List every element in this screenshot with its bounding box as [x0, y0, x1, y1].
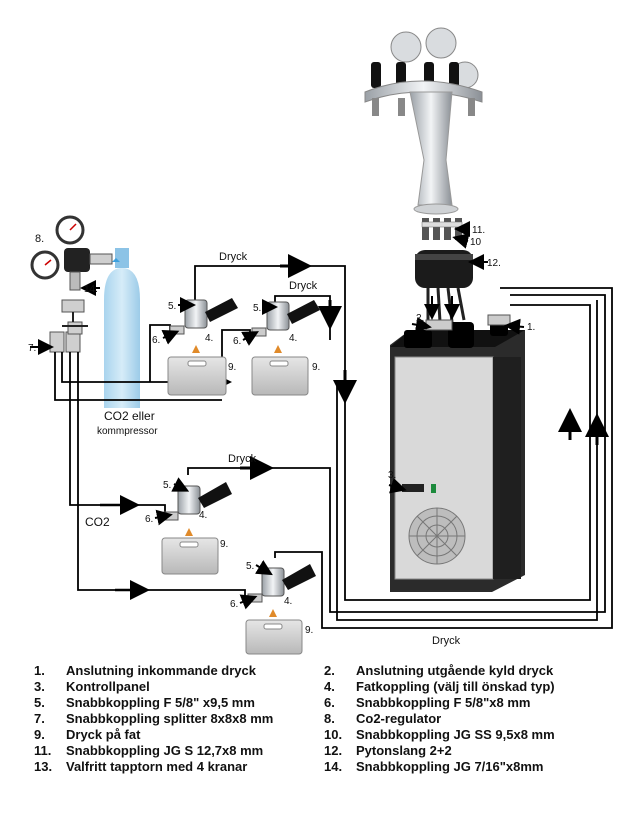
label-5b: 5.: [253, 303, 261, 314]
label-14: 14.: [84, 284, 98, 295]
label-10: 10: [470, 237, 482, 248]
legend-number: 10.: [324, 727, 343, 742]
legend-row: 9. Dryck på fat 10. Snabbkoppling JG SS …: [34, 727, 614, 743]
beer-label-3: Dryck: [228, 453, 257, 465]
legend-text: Valfritt tapptorn med 4 kranar: [66, 759, 248, 774]
keg-assembly-1: [167, 298, 238, 396]
legend-text: Fatkoppling (välj till önskad typ): [356, 679, 555, 694]
legend-item: 7. Snabbkoppling splitter 8x8x8 mm: [34, 711, 324, 727]
legend-item: 11. Snabbkoppling JG S 12,7x8 mm: [34, 743, 324, 759]
legend-text: Anslutning utgående kyld dryck: [356, 663, 554, 678]
legend-item: 6. Snabbkoppling F 5/8"x8 mm: [324, 695, 614, 711]
legend-row: 5. Snabbkoppling F 5/8" x9,5 mm 6. Snabb…: [34, 695, 614, 711]
label-5d: 5.: [246, 561, 254, 572]
legend-number: 11.: [34, 743, 52, 758]
beer-label-2: Dryck: [289, 280, 318, 292]
label-11: 11.: [472, 225, 485, 236]
label-6d: 6.: [230, 599, 238, 610]
co2-cylinder: [104, 248, 140, 408]
legend-item: 12. Pytonslang 2+2: [324, 743, 614, 759]
legend-text: Snabbkoppling JG 7/16"x8mm: [356, 759, 544, 774]
label-6a: 6.: [152, 335, 160, 346]
beer-label-1: Dryck: [219, 251, 248, 263]
keg-assembly-2: [251, 300, 320, 396]
label-2: 2.: [416, 313, 424, 324]
legend-text: Dryck på fat: [66, 727, 141, 742]
legend-item: 14. Snabbkoppling JG 7/16"x8mm: [324, 759, 614, 775]
co2-line-label: CO2: [85, 515, 110, 529]
legend-row: 13. Valfritt tapptorn med 4 kranar 14. S…: [34, 759, 614, 775]
label-6b: 6.: [233, 336, 241, 347]
legend-item: 10. Snabbkoppling JG SS 9,5x8 mm: [324, 727, 614, 743]
legend-item: 2. Anslutning utgående kyld dryck: [324, 663, 614, 679]
legend-text: Snabbkoppling JG S 12,7x8 mm: [66, 743, 264, 758]
label-12: 12.: [487, 258, 501, 269]
label-9b: 9.: [312, 362, 320, 373]
legend-number: 4.: [324, 679, 335, 694]
legend-item: 8. Co2-regulator: [324, 711, 614, 727]
legend-number: 5.: [34, 695, 45, 710]
cooler-unit: [390, 320, 525, 592]
legend-item: 4. Fatkoppling (välj till önskad typ): [324, 679, 614, 695]
legend-text: Snabbkoppling F 5/8"x8 mm: [356, 695, 531, 710]
legend-number: 14.: [324, 759, 343, 774]
label-1: 1.: [527, 322, 535, 333]
label-7: 7.: [28, 343, 36, 354]
compressor-label: kommpressor: [97, 426, 158, 437]
beer-label-4: Dryck: [432, 635, 461, 647]
tap-tower: [364, 27, 483, 215]
beer-lines: [187, 265, 613, 629]
keg-assembly-4: [245, 564, 316, 655]
label-9a: 9.: [228, 362, 236, 373]
legend-number: 3.: [34, 679, 45, 694]
legend-number: 12.: [324, 743, 343, 758]
co2-splitter: [49, 299, 88, 353]
tower-connectors: [421, 218, 463, 240]
legend-row: 11. Snabbkoppling JG S 12,7x8 mm 12. Pyt…: [34, 743, 614, 759]
legend-text: Snabbkoppling splitter 8x8x8 mm: [66, 711, 274, 726]
legend-number: 13.: [34, 759, 53, 774]
legend-item: 5. Snabbkoppling F 5/8" x9,5 mm: [34, 695, 324, 711]
legend-row: 3. Kontrollpanel 4. Fatkoppling (välj ti…: [34, 679, 614, 695]
legend-text: Anslutning inkommande dryck: [66, 663, 256, 678]
legend-number: 8.: [324, 711, 335, 726]
legend-item: 13. Valfritt tapptorn med 4 kranar: [34, 759, 324, 775]
label-3: 3.: [388, 470, 396, 481]
legend-text: Co2-regulator: [356, 711, 442, 726]
label-5c: 5.: [163, 480, 171, 491]
legend-number: 9.: [34, 727, 45, 742]
legend-text: Kontrollpanel: [66, 679, 150, 694]
legend-number: 2.: [324, 663, 335, 678]
label-4c: 4.: [199, 510, 207, 521]
keg-assembly-3: [161, 482, 232, 575]
label-6c: 6.: [145, 514, 153, 525]
legend-text: Snabbkoppling F 5/8" x9,5 mm: [66, 695, 255, 710]
legend-number: 6.: [324, 695, 335, 710]
legend-number: 7.: [34, 711, 45, 726]
legend-row: 7. Snabbkoppling splitter 8x8x8 mm 8. Co…: [34, 711, 614, 727]
python-hose: [415, 250, 473, 323]
beer-cooler-installation-diagram: 11. 10 12. 2. 1. 3.: [28, 27, 613, 655]
legend: 1. Anslutning inkommande dryck 2. Anslut…: [34, 663, 614, 775]
co2-regulator: [30, 215, 113, 291]
legend-item: 1. Anslutning inkommande dryck: [34, 663, 324, 679]
legend-item: 9. Dryck på fat: [34, 727, 324, 743]
legend-number: 1.: [34, 663, 45, 678]
label-9c: 9.: [220, 539, 228, 550]
label-4d: 4.: [284, 596, 292, 607]
legend-text: Snabbkoppling JG SS 9,5x8 mm: [356, 727, 555, 742]
co2-cylinder-label: CO2 eller: [104, 409, 155, 423]
label-5a: 5.: [168, 301, 176, 312]
legend-row: 1. Anslutning inkommande dryck 2. Anslut…: [34, 663, 614, 679]
legend-text: Pytonslang 2+2: [356, 743, 452, 758]
label-8: 8.: [35, 233, 44, 245]
legend-item: 3. Kontrollpanel: [34, 679, 324, 695]
label-9d: 9.: [305, 625, 313, 636]
label-4b: 4.: [289, 333, 297, 344]
label-4a: 4.: [205, 333, 213, 344]
